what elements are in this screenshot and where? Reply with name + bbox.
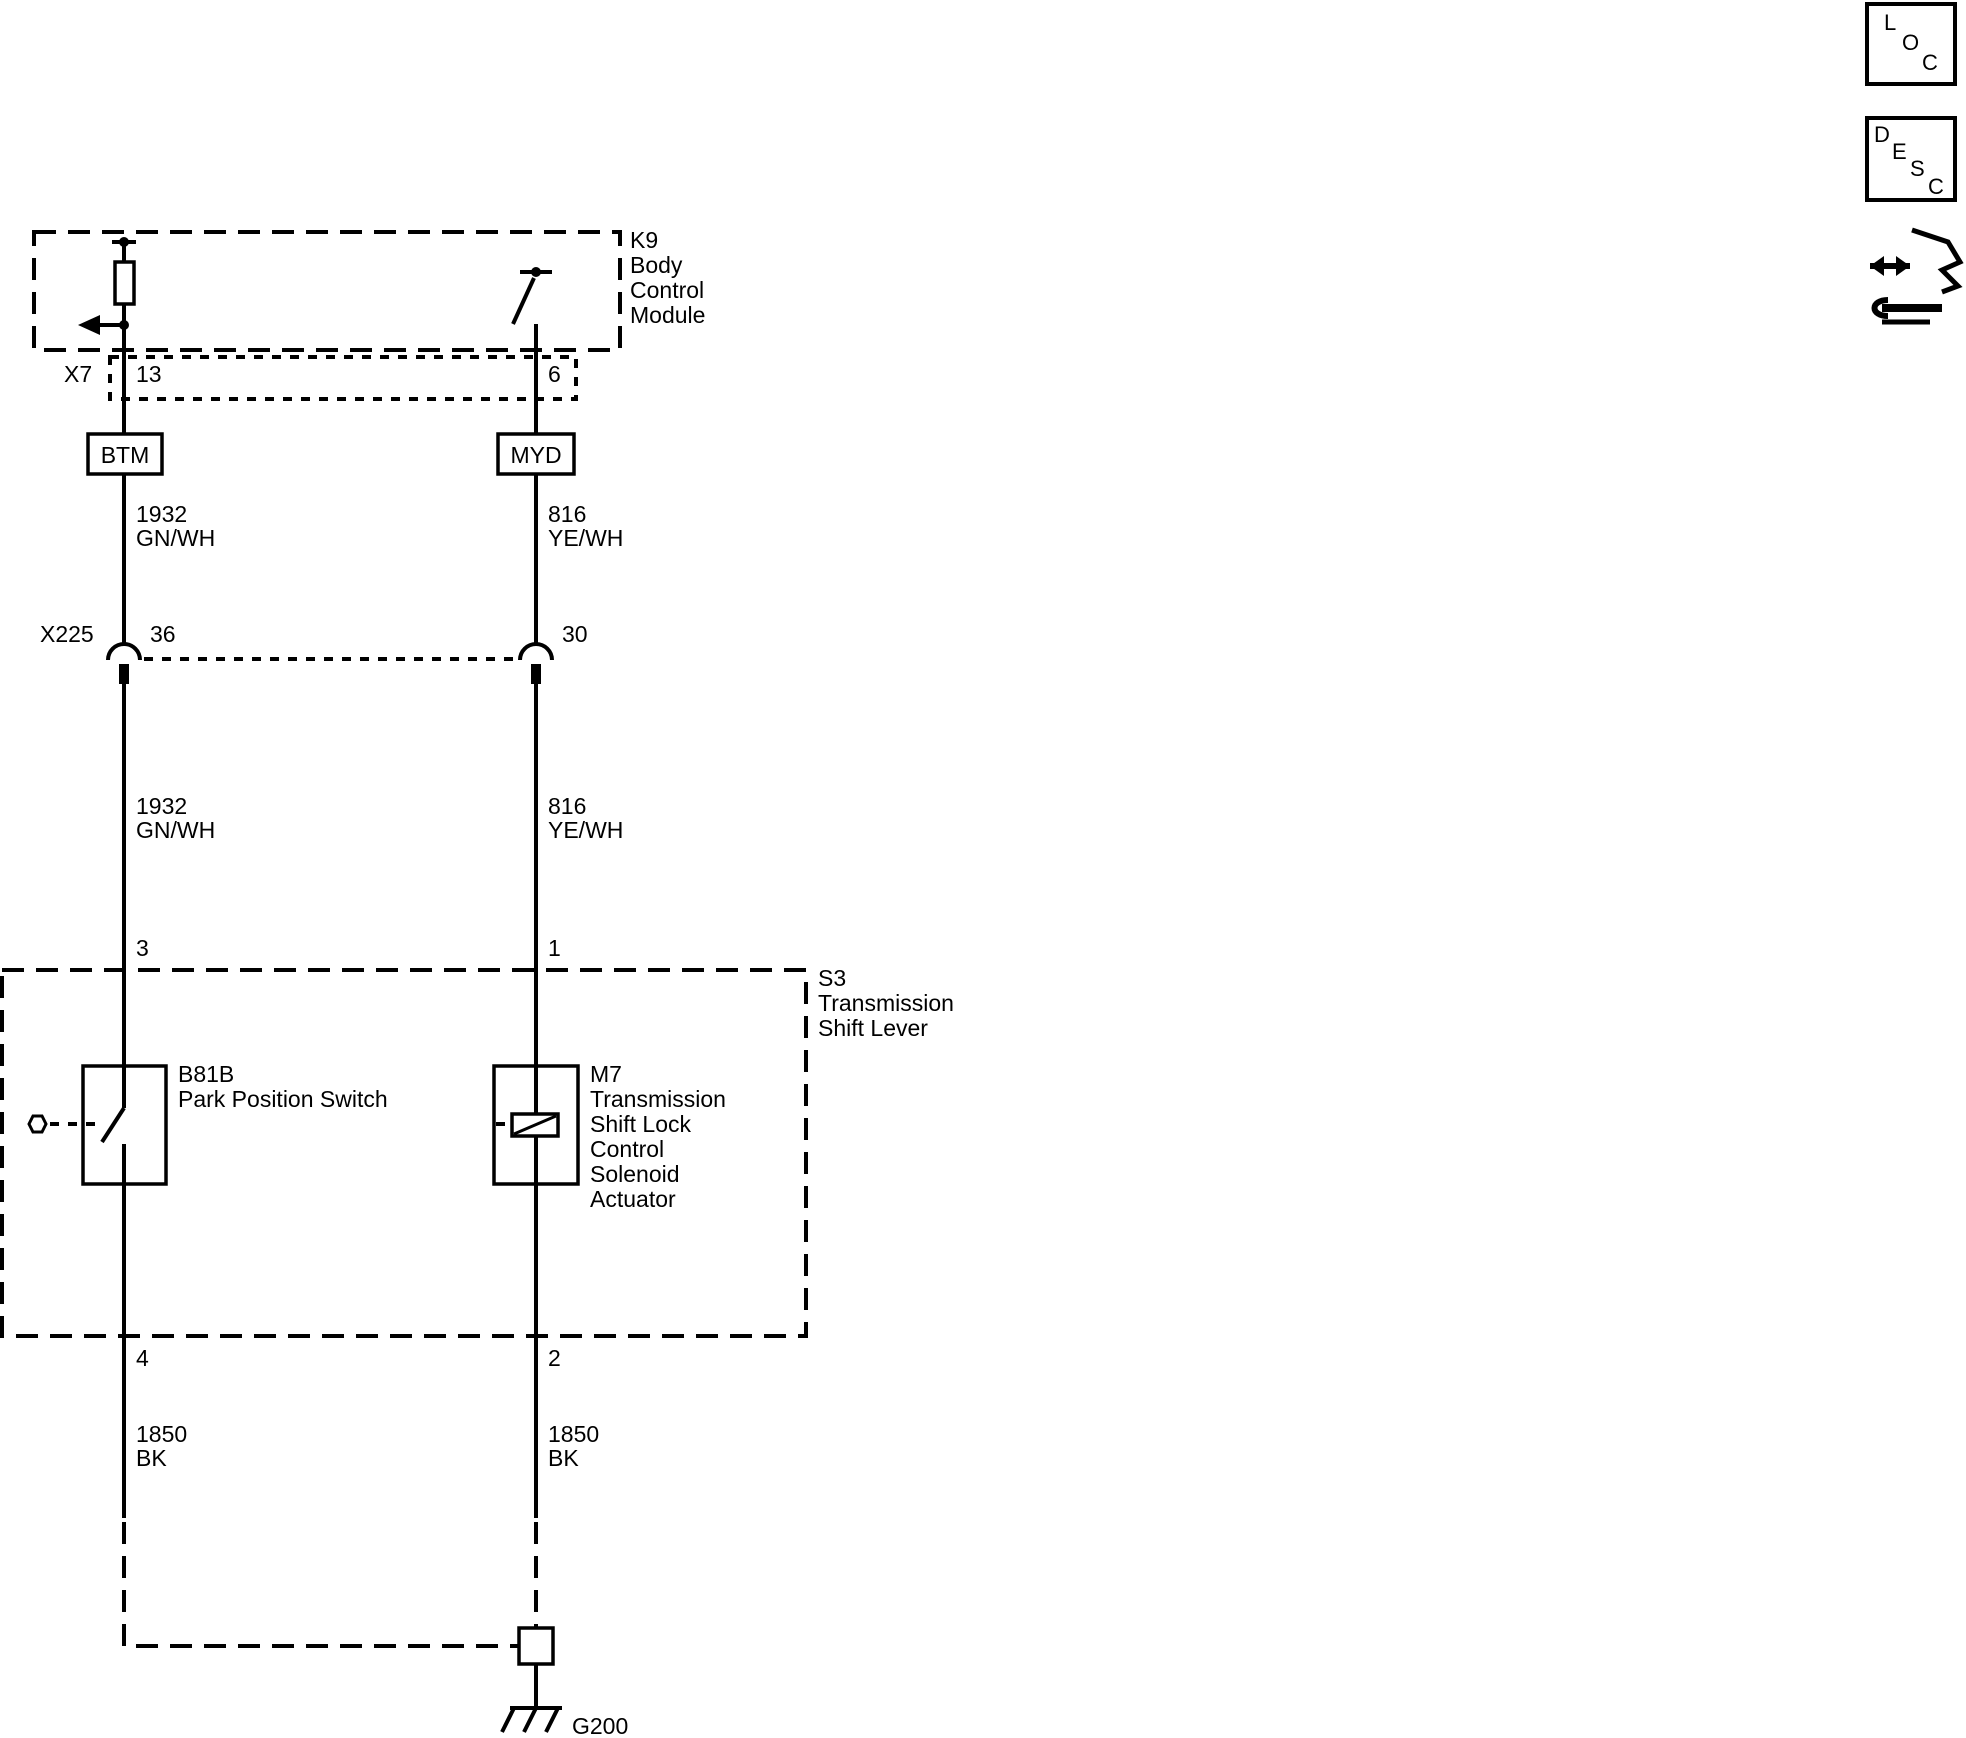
b81b-name: Park Position Switch xyxy=(178,1086,388,1112)
k9-module-boundary xyxy=(32,230,622,352)
s3-name-line2: Shift Lever xyxy=(818,1015,928,1041)
s3-pin-4: 4 xyxy=(136,1345,149,1371)
s3-pin-3: 3 xyxy=(136,935,149,961)
desc-letter-s: S xyxy=(1910,156,1925,181)
switch-icon xyxy=(100,1106,126,1144)
desc-icon[interactable]: D E S C xyxy=(1865,116,1957,202)
m7-name-line5: Actuator xyxy=(590,1186,676,1212)
k9-resistor-input xyxy=(78,237,136,470)
ground-splice-left xyxy=(122,1522,518,1648)
mechanical-link-icon xyxy=(27,1114,48,1134)
wire-left-upper-color: GN/WH xyxy=(136,525,215,551)
switch-icon xyxy=(511,277,536,325)
x225-connector xyxy=(106,642,554,684)
x7-label: X7 xyxy=(64,361,92,387)
x225-pin-36: 36 xyxy=(150,621,176,647)
loc-letter-c: C xyxy=(1922,50,1938,75)
m7-id: M7 xyxy=(590,1061,622,1087)
k9-label: K9 Body Control Module xyxy=(630,227,705,328)
desc-letter-c: C xyxy=(1928,174,1944,199)
ground-splice-pack xyxy=(517,1626,555,1666)
s3-module-boundary xyxy=(0,968,808,1338)
m7-name-line4: Solenoid xyxy=(590,1161,680,1187)
g200-label: G200 xyxy=(572,1713,628,1738)
wire-left-lower-circuit: 1850 xyxy=(136,1421,187,1447)
resistor-icon xyxy=(113,260,136,306)
wire-right-lower-circuit: 1850 xyxy=(548,1421,599,1447)
desc-letter-d: D xyxy=(1874,122,1890,147)
k9-name-line3: Module xyxy=(630,302,705,328)
m7-name-line2: Shift Lock xyxy=(590,1111,691,1137)
s3-pin-2: 2 xyxy=(548,1345,561,1371)
x225-pin-30: 30 xyxy=(562,621,588,647)
btm-label: BTM xyxy=(101,442,150,468)
wire-left-middle-circuit: 1932 xyxy=(136,793,187,819)
wire-left-middle-color: GN/WH xyxy=(136,817,215,843)
x7-connector xyxy=(108,355,578,401)
wire-left-lower-color: BK xyxy=(136,1445,167,1471)
circuit-tag-btm: BTM xyxy=(86,432,164,476)
ground-icon xyxy=(500,1706,562,1733)
m7-name-line3: Control xyxy=(590,1136,664,1162)
k9-name-line2: Control xyxy=(630,277,704,303)
desc-letter-e: E xyxy=(1892,139,1907,164)
x7-pin-6: 6 xyxy=(548,361,561,387)
shift-lock-solenoid xyxy=(492,1064,580,1186)
loc-letter-o: O xyxy=(1902,30,1919,55)
k9-id: K9 xyxy=(630,227,658,253)
wire-right-upper-circuit: 816 xyxy=(548,501,586,527)
myd-label: MYD xyxy=(510,442,561,468)
loc-letter-l: L xyxy=(1884,10,1896,35)
m7-name-line1: Transmission xyxy=(590,1086,726,1112)
k9-name-line1: Body xyxy=(630,252,683,278)
loc-icon[interactable]: L O C xyxy=(1865,2,1957,86)
connector-repair-icon[interactable] xyxy=(1870,227,1964,325)
x225-label: X225 xyxy=(40,621,94,647)
wire-right-middle-color: YE/WH xyxy=(548,817,623,843)
wire-right-upper-color: YE/WH xyxy=(548,525,623,551)
park-position-switch xyxy=(27,1064,168,1186)
s3-pin-1: 1 xyxy=(548,935,561,961)
s3-name-line1: Transmission xyxy=(818,990,954,1016)
s3-label: S3 Transmission Shift Lever xyxy=(818,965,954,1041)
s3-id: S3 xyxy=(818,965,846,991)
wire-left-upper-circuit: 1932 xyxy=(136,501,187,527)
signal-arrow-icon xyxy=(78,315,100,335)
x7-pin-13: 13 xyxy=(136,361,162,387)
wire-right-lower-color: BK xyxy=(548,1445,579,1471)
wire-right-middle-circuit: 816 xyxy=(548,793,586,819)
circuit-tag-myd: MYD xyxy=(496,432,576,476)
b81b-id: B81B xyxy=(178,1061,234,1087)
